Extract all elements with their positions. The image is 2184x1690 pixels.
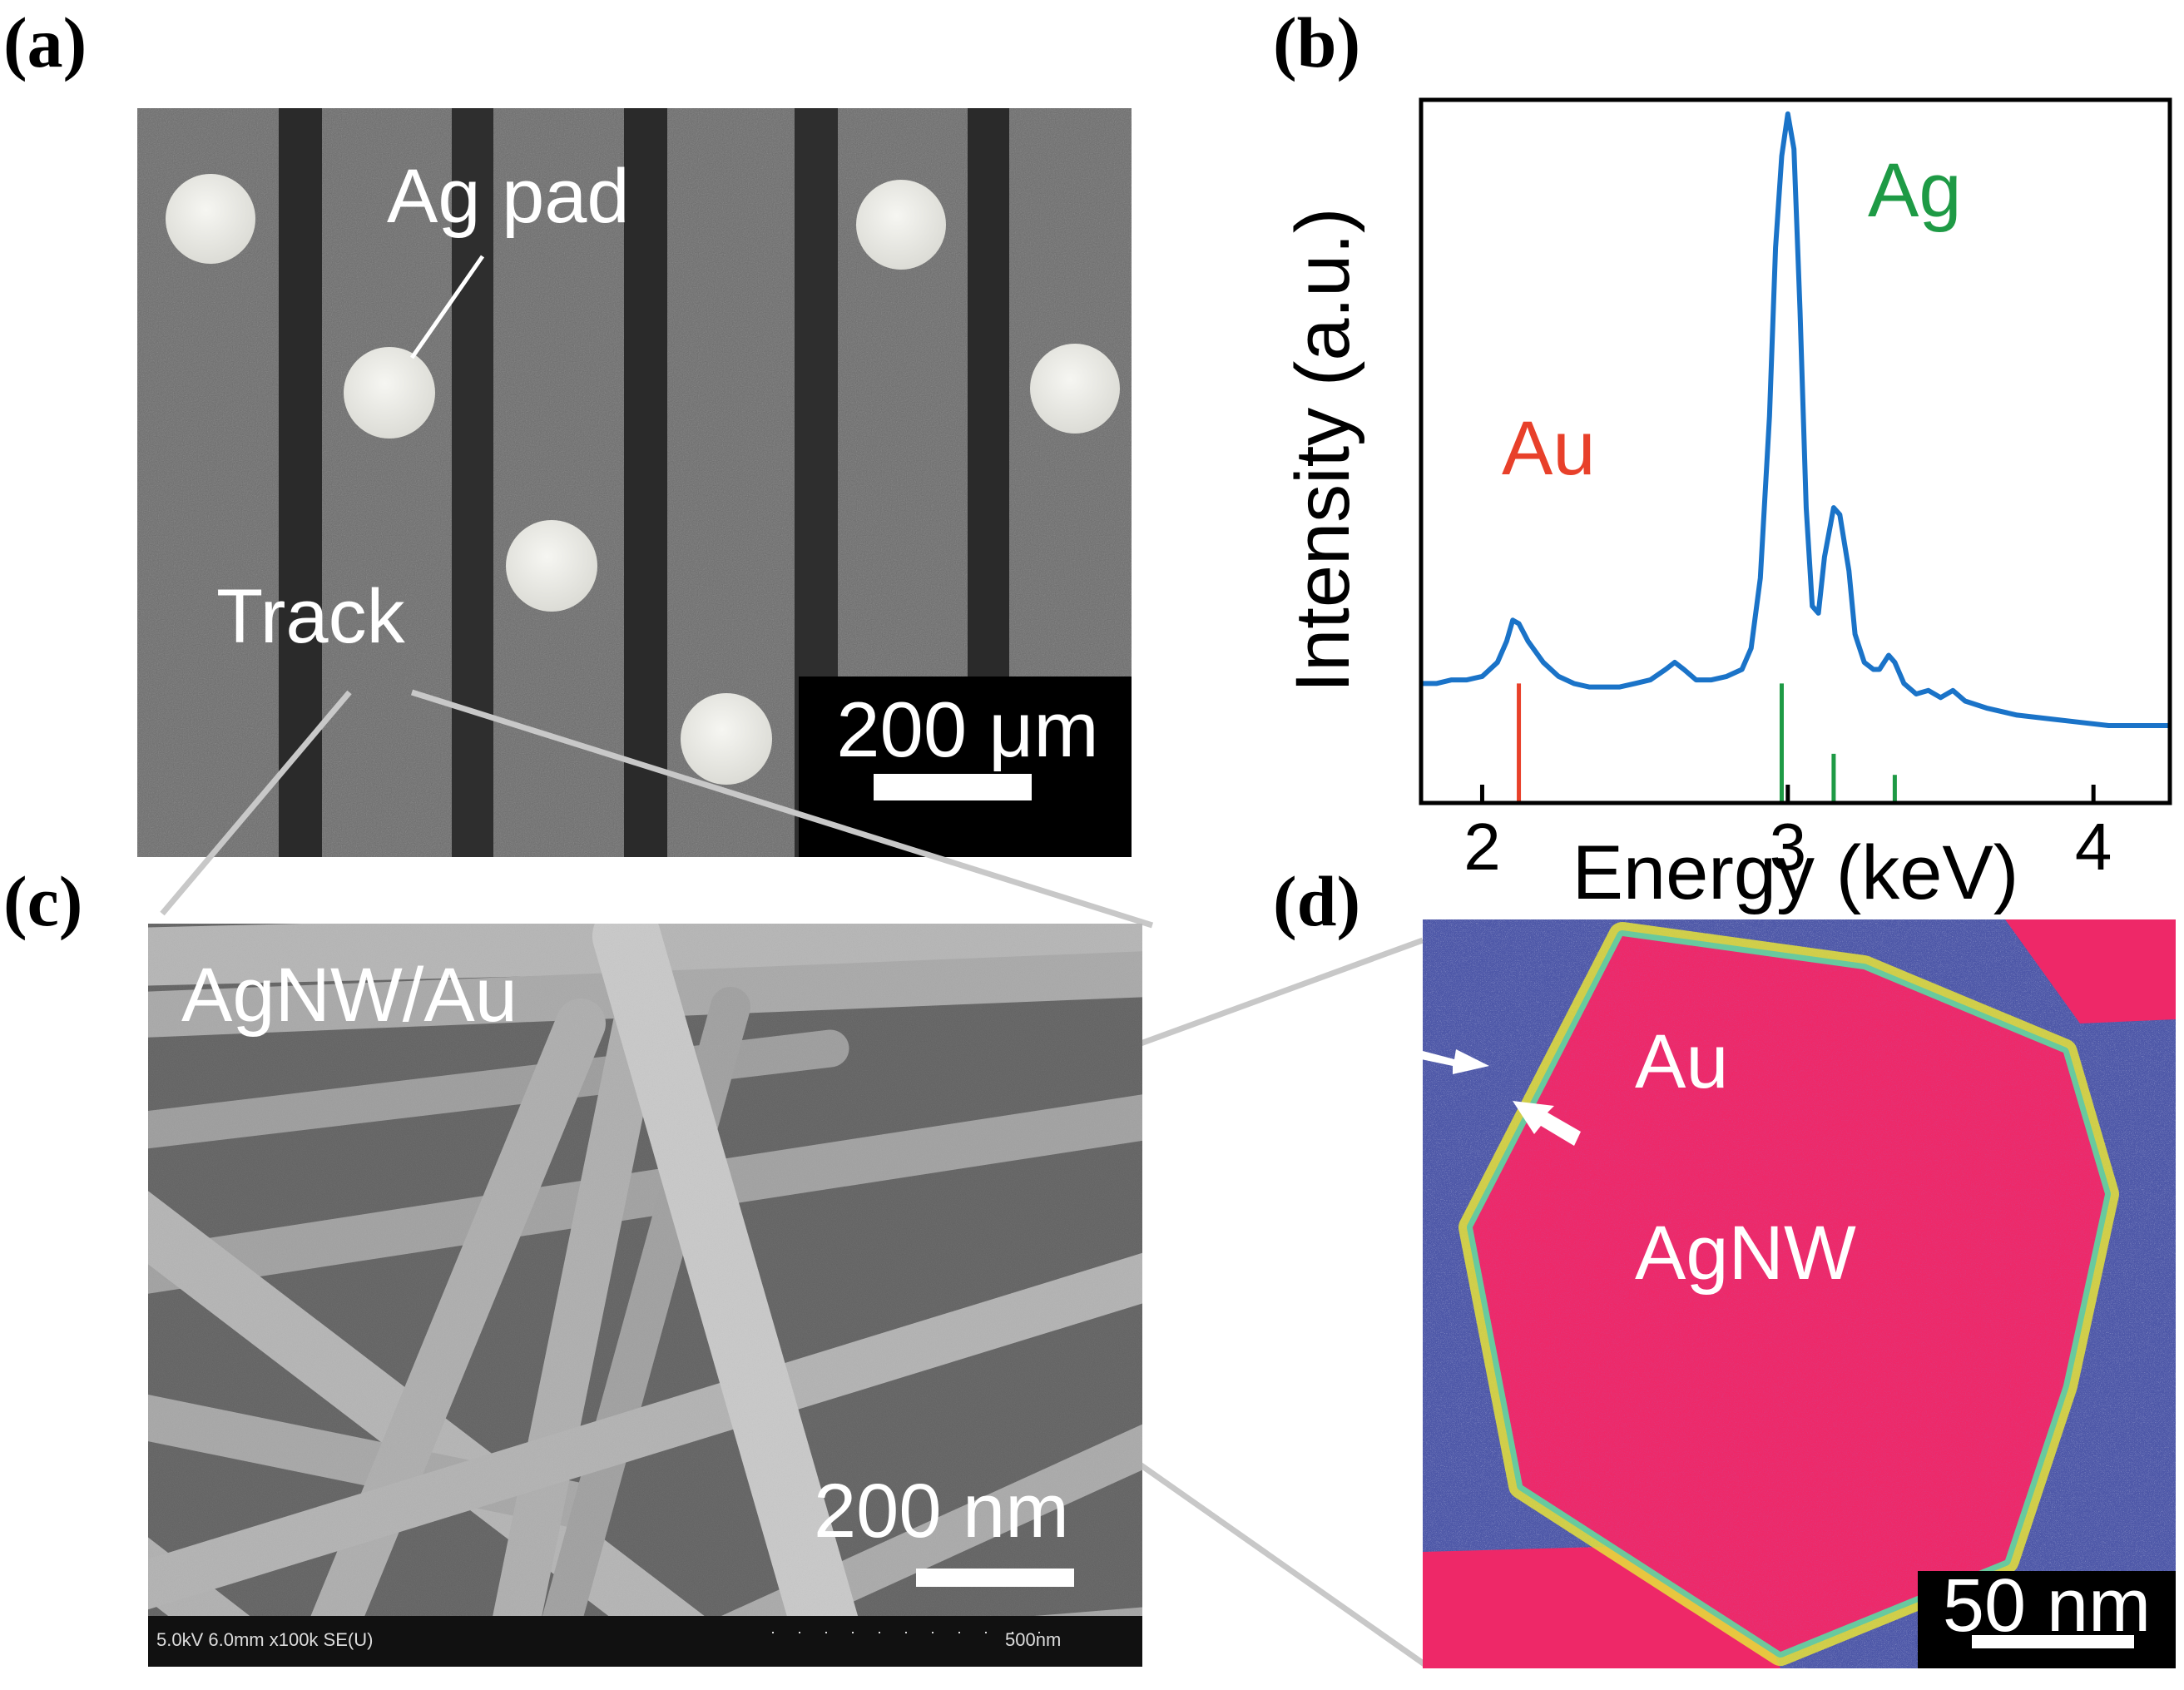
scale-bar-label: 200 μm (836, 686, 1099, 773)
panel-d-eds-map: Au AgNW 50 nm (1423, 919, 2176, 1668)
track-label: Track (216, 574, 405, 659)
sem-footer-left: 5.0kV 6.0mm x100k SE(U) (156, 1629, 374, 1650)
ag-pad-pointer (409, 255, 485, 359)
scale-bar (1972, 1635, 2134, 1648)
panel-c-sem: AgNW/Au 200 nm 5.0kV 6.0mm x100k SE(U) 5… (148, 924, 1142, 1667)
sem-footer-right: 500nm (1005, 1629, 1062, 1650)
track-stripe (624, 108, 667, 857)
spectrum-line (1421, 111, 2170, 728)
y-axis-label: Intensity (a.u.) (1280, 208, 1365, 693)
panel-a-micrograph: Ag pad Track 200 μm (137, 108, 1132, 857)
shell-arrows (1423, 1049, 1581, 1146)
panel-label-a: (a) (3, 2, 87, 82)
ag-pad (506, 520, 597, 612)
ag-pad (1030, 344, 1120, 434)
sem-info-bar (148, 1616, 1142, 1667)
scale-bar-label: 50 nm (1942, 1564, 2152, 1648)
scale-bar-box (799, 676, 1132, 857)
adjacent-particle (2005, 919, 2176, 1023)
x-tick-label: 4 (2075, 810, 2112, 884)
panel-label-b: (b) (1273, 2, 1361, 82)
micrograph-image (137, 108, 1132, 857)
x-axis-label: Energy (keV) (1572, 830, 2019, 915)
sample-label: AgNW/Au (181, 953, 518, 1038)
spectrum-chart: 2 3 4 Intensity (a.u.) Energy (keV) Au Ag (1280, 97, 2172, 915)
scale-bar (874, 774, 1032, 800)
scale-bar-box (1918, 1571, 2176, 1668)
zoom-line (410, 689, 1154, 929)
ag-pad-label: Ag pad (387, 154, 630, 239)
ag-pad (344, 347, 435, 439)
eds-map-image (1423, 919, 2176, 1668)
annotation-au: Au (1502, 406, 1596, 491)
ag-pad (856, 180, 946, 270)
au-label: Au (1635, 1019, 1729, 1104)
zoom-line (160, 690, 352, 916)
x-tick-label: 3 (1770, 810, 1807, 884)
panel-label-c: (c) (3, 861, 83, 941)
panel-label-d: (d) (1273, 861, 1361, 941)
scale-bar-label: 200 nm (814, 1469, 1069, 1554)
x-tick-label: 2 (1463, 810, 1501, 884)
ag-pad (166, 174, 255, 264)
panel-b-spectrum: 2 3 4 Intensity (a.u.) Energy (keV) Au Ag (1273, 83, 2184, 915)
agnw-label: AgNW (1635, 1211, 1856, 1296)
sem-image (148, 924, 1142, 1667)
annotation-ag: Ag (1868, 148, 1962, 233)
track-stripe (452, 108, 493, 857)
ag-pad (681, 693, 772, 785)
scale-bar (916, 1569, 1074, 1587)
plot-frame (1419, 97, 2172, 805)
